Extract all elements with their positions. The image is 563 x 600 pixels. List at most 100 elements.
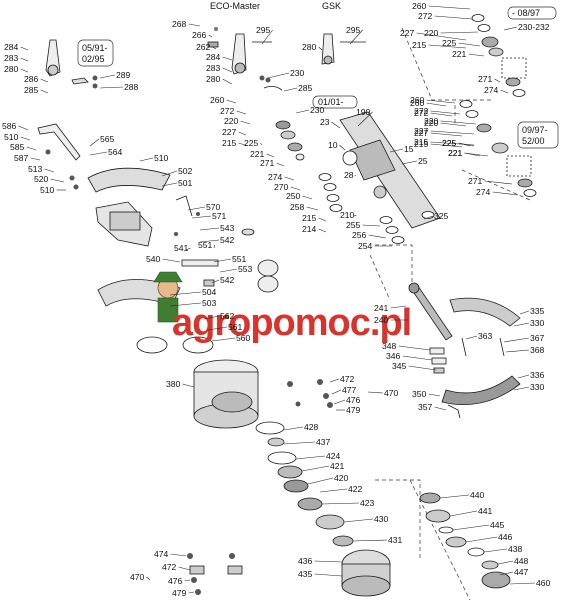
part-label-502: 502 bbox=[178, 166, 193, 176]
leader-line bbox=[503, 26, 518, 31]
leader-line bbox=[318, 46, 323, 51]
part-label-285: 285 bbox=[24, 85, 39, 95]
part-label-586: 586 bbox=[2, 121, 17, 131]
part-label-335: 335 bbox=[530, 306, 545, 316]
part-label-470: 470 bbox=[130, 572, 145, 582]
leader-line bbox=[329, 378, 340, 383]
part-label-330: 330 bbox=[530, 318, 545, 328]
part-label-479: 479 bbox=[172, 588, 187, 598]
leader-line bbox=[483, 548, 508, 553]
leader-line bbox=[430, 143, 463, 148]
leader-line bbox=[500, 89, 509, 94]
leader-line bbox=[503, 337, 530, 343]
part-label-260: 260 bbox=[410, 95, 425, 105]
part-label-476: 476 bbox=[346, 395, 361, 405]
leader-line bbox=[398, 345, 431, 351]
leader-line bbox=[408, 365, 437, 371]
part-label-510: 510 bbox=[40, 185, 55, 195]
part-label-330: 330 bbox=[530, 382, 545, 392]
camshaft bbox=[408, 282, 453, 341]
part-label-272: 272 bbox=[414, 108, 429, 118]
leader-line bbox=[440, 31, 479, 34]
range-label-d-line2: 52/00 bbox=[522, 136, 545, 146]
range-box-c bbox=[312, 95, 358, 109]
leader-line bbox=[426, 99, 456, 104]
leader-line bbox=[449, 510, 478, 517]
leader-line bbox=[185, 247, 191, 251]
part-label-543: 543 bbox=[220, 223, 235, 233]
leader-line bbox=[162, 258, 181, 263]
leader-line bbox=[139, 157, 154, 162]
part-label-283: 283 bbox=[4, 53, 19, 63]
part-label-225: 225 bbox=[442, 138, 457, 148]
leader-line bbox=[402, 355, 433, 361]
mascot-figure bbox=[153, 271, 183, 323]
part-label-274: 274 bbox=[484, 85, 499, 95]
leader-line bbox=[187, 206, 206, 211]
part-label-272: 272 bbox=[418, 11, 433, 21]
part-label-214: 214 bbox=[302, 224, 317, 234]
range-label-b: - 08/97 bbox=[512, 8, 540, 18]
leader-line bbox=[390, 305, 407, 309]
leader-line bbox=[318, 228, 327, 233]
leader-line bbox=[283, 426, 304, 431]
watermark-text: agropomoc.pl bbox=[172, 302, 411, 344]
range-label-c: 01/01- bbox=[318, 97, 344, 107]
leader-line bbox=[465, 536, 498, 543]
part-label-367: 367 bbox=[530, 333, 545, 343]
leader-line bbox=[416, 32, 467, 41]
leader-line bbox=[434, 406, 447, 411]
part-label-368: 368 bbox=[530, 345, 545, 355]
leader-line bbox=[169, 291, 202, 296]
part-label-230: 230 bbox=[310, 105, 325, 115]
part-label-448: 448 bbox=[514, 556, 529, 566]
leader-line bbox=[513, 322, 530, 327]
leader-line bbox=[343, 518, 374, 523]
leader-line bbox=[30, 157, 41, 161]
part-label-220: 220 bbox=[424, 116, 439, 126]
part-label-285: 285 bbox=[298, 83, 313, 93]
part-label-215: 215 bbox=[414, 139, 429, 149]
part-label-25: 25 bbox=[418, 156, 428, 166]
part-label-280: 280 bbox=[302, 42, 317, 52]
leader-line bbox=[426, 102, 447, 107]
leader-line bbox=[184, 579, 191, 582]
part-label-274: 274 bbox=[476, 187, 491, 197]
part-label-241: 241 bbox=[374, 303, 389, 313]
leader-line bbox=[464, 152, 481, 157]
part-label-479: 479 bbox=[346, 405, 361, 415]
part-label-221: 221 bbox=[452, 49, 467, 59]
part-label-551: 551 bbox=[198, 240, 213, 250]
part-label-510: 510 bbox=[4, 132, 19, 142]
leader-line bbox=[314, 573, 343, 577]
leader-line bbox=[428, 5, 471, 10]
leader-line bbox=[295, 109, 310, 114]
part-label-437: 437 bbox=[316, 437, 331, 447]
part-label-446: 446 bbox=[498, 532, 513, 542]
part-label-561: 561 bbox=[228, 322, 243, 332]
part-label-255: 255 bbox=[346, 220, 361, 230]
leader-line bbox=[238, 131, 247, 136]
part-label-280: 280 bbox=[4, 64, 19, 74]
leader-line bbox=[44, 168, 55, 173]
leader-line bbox=[306, 206, 319, 211]
leader-line bbox=[430, 130, 475, 135]
range-label-d-line1: 09/97- bbox=[522, 125, 548, 135]
part-label-288: 288 bbox=[124, 82, 139, 92]
part-label-190: 190 bbox=[356, 107, 371, 117]
part-label-215: 215 bbox=[412, 40, 427, 50]
leader-line bbox=[89, 138, 100, 147]
part-label-504: 504 bbox=[202, 287, 217, 297]
part-label-564: 564 bbox=[108, 147, 123, 157]
leader-line bbox=[302, 195, 313, 200]
part-label-570: 570 bbox=[206, 202, 221, 212]
part-label-476: 476 bbox=[168, 576, 183, 586]
leader-line bbox=[440, 122, 467, 127]
part-label-227: 227 bbox=[400, 28, 415, 38]
small-hardware-mid bbox=[174, 195, 279, 293]
leader-line bbox=[266, 153, 275, 158]
leader-line bbox=[428, 393, 441, 397]
bushing-set-center bbox=[275, 120, 435, 244]
part-label-15: 15 bbox=[404, 144, 414, 154]
range-box-a bbox=[77, 39, 114, 67]
